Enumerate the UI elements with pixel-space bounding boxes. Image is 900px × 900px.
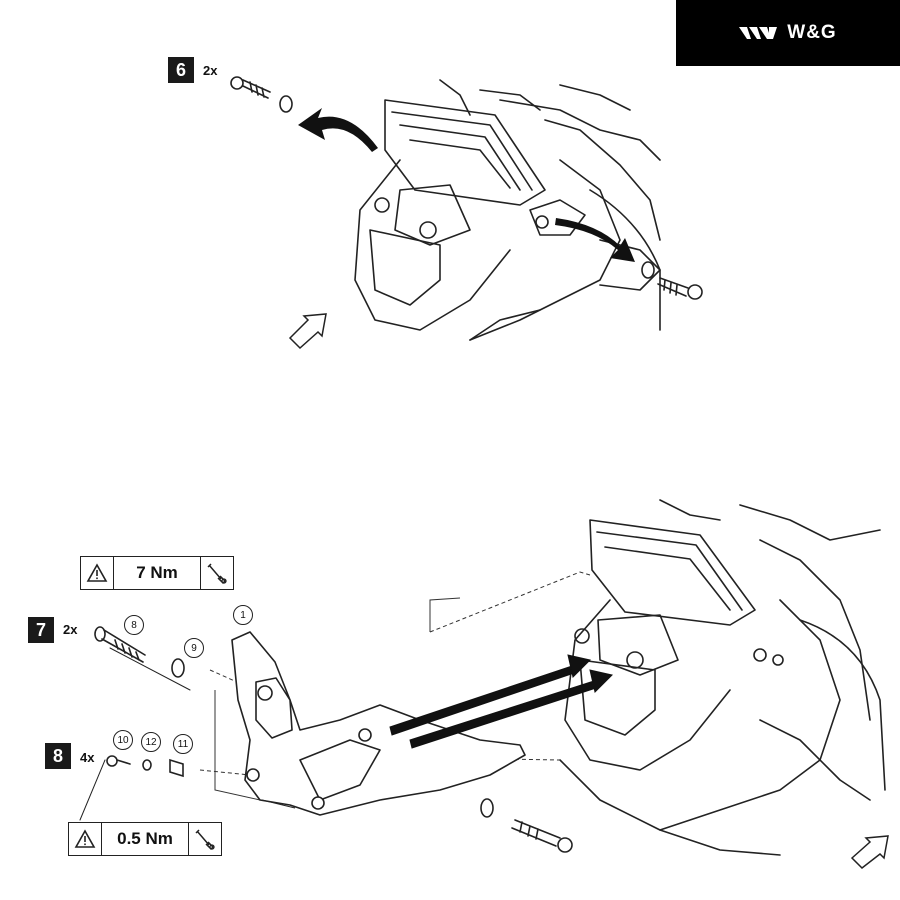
spacer-item-11	[169, 758, 184, 778]
washer-lower	[480, 798, 494, 818]
brand-name: W&G	[787, 22, 837, 43]
torque-value-7: 7 Nm	[114, 557, 201, 589]
callout-10: 10	[113, 730, 133, 750]
bottom-direction-arrow	[850, 835, 889, 869]
top-washer-left	[279, 95, 293, 113]
warning-triangle-icon	[74, 829, 96, 848]
top-dashboard-illustration	[354, 79, 661, 341]
torque-box-7nm: 7 Nm	[80, 556, 234, 590]
bolt-item-8	[94, 626, 146, 663]
assembly-arrows	[389, 654, 613, 749]
top-direction-arrow	[288, 313, 327, 350]
nut-item-10	[106, 755, 118, 767]
leader-bracket-left	[214, 690, 261, 801]
washer-item-9	[171, 658, 185, 678]
guide-line-washer	[209, 669, 256, 691]
guide-line-upper	[429, 571, 591, 633]
top-arrow-right	[555, 218, 635, 262]
warning-triangle-icon	[86, 563, 108, 582]
callout-9: 9	[184, 638, 204, 658]
brand-logo: W&G	[676, 0, 900, 66]
step-6-badge: 6	[168, 57, 194, 83]
step-7-qty: 2x	[63, 622, 78, 637]
callout-8: 8	[124, 615, 144, 635]
torque-wrench-icon	[195, 829, 215, 851]
callout-leaders	[79, 647, 191, 821]
bolt-lower	[511, 819, 573, 853]
screw-item-10	[116, 759, 131, 765]
washer-item-12	[142, 759, 152, 771]
top-bolt-right	[657, 277, 703, 300]
callout-1: 1	[233, 605, 253, 625]
top-arrow-left	[298, 108, 378, 152]
callout-11: 11	[173, 734, 193, 754]
step-8-qty: 4x	[80, 750, 95, 765]
bottom-dashboard-illustration	[559, 499, 886, 856]
top-bolt-left	[230, 76, 271, 99]
step-8-badge: 8	[45, 743, 71, 769]
torque-box-0-5nm: 0.5 Nm	[68, 822, 222, 856]
torque-value-0-5: 0.5 Nm	[102, 823, 189, 855]
mount-bracket	[231, 631, 526, 816]
guide-line-spacer	[199, 769, 251, 776]
step-6-qty: 2x	[203, 63, 218, 78]
top-washer-right	[641, 261, 655, 279]
step-7-badge: 7	[28, 617, 54, 643]
callout-12: 12	[141, 732, 161, 752]
torque-wrench-icon	[207, 563, 227, 585]
leader-step	[429, 597, 461, 632]
brand-chevrons-icon	[739, 27, 778, 39]
